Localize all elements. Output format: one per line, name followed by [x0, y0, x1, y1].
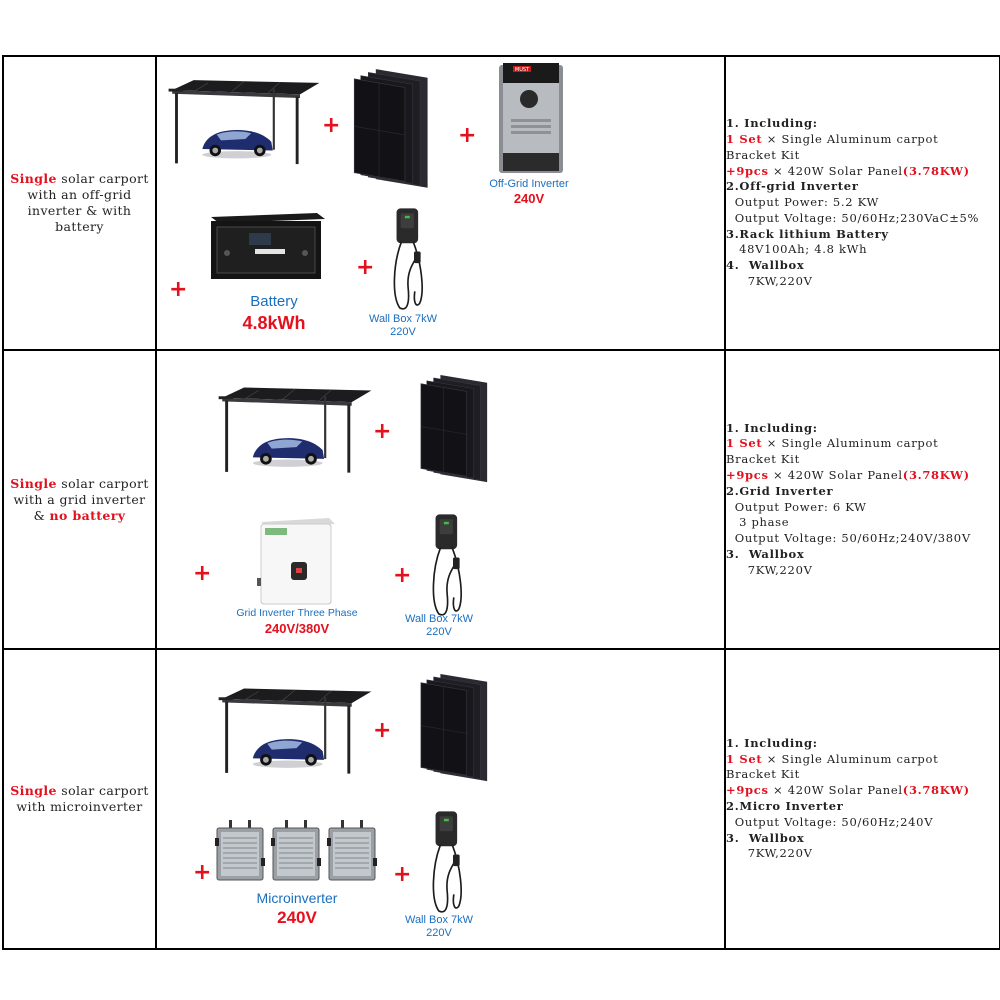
spec-line: 1. Including: [726, 116, 818, 131]
kit-name-cell: Single solar carport with microinverter [2, 648, 157, 950]
spec-line: 1. Including: [726, 735, 818, 750]
spec-total-power: (3.78KW) [902, 467, 970, 482]
spec-quantity: 1 Set [726, 131, 763, 146]
microinverter-image [271, 820, 321, 885]
solar-panels-image [353, 67, 431, 191]
battery-label: Battery [250, 293, 298, 310]
wallbox-label: Wall Box 7kW [368, 313, 438, 325]
kit-name-highlight: no battery [49, 507, 126, 523]
spec-quantity: 1 Set [726, 436, 763, 451]
wallbox-voltage: 220V [426, 626, 452, 638]
plus-icon: + [356, 255, 375, 280]
plus-icon: + [169, 277, 188, 302]
kit-name-highlight: Single [10, 783, 57, 798]
grid-inverter-image [257, 518, 335, 605]
spec-line: 7KW,220V [726, 274, 813, 289]
kit-components-cell: + + MUST Off-Grid Inverter 240V [155, 55, 726, 351]
spec-line: 3. Wallbox [726, 546, 805, 561]
spec-total-power: (3.78KW) [902, 163, 970, 178]
solar-panels-image [417, 672, 493, 784]
spec-line: 2.Micro Inverter [726, 799, 844, 813]
grid-inverter-label: Grid Inverter Three Phase [236, 607, 358, 619]
battery-capacity: 4.8kWh [242, 313, 306, 333]
spec-line: Output Voltage: 50/60Hz;230VaC±5% [726, 210, 980, 225]
spec-line: 3. Wallbox [726, 830, 805, 845]
carport-image [215, 377, 375, 481]
kit-name-text: solar carport with microinverter [16, 783, 149, 814]
spec-line: 3 phase [726, 515, 790, 530]
solar-panels-image [417, 373, 493, 485]
wallbox-image [384, 205, 434, 313]
kit-name-cell: Single solar carport with a grid inverte… [2, 349, 157, 650]
inverter-badge: MUST [515, 67, 530, 73]
grid-inverter-voltage: 240V/380V [264, 621, 330, 636]
spec-quantity: +9pcs [726, 467, 769, 482]
spec-line: × Single Aluminum carpot [762, 751, 939, 766]
kit-spec-cell: 1. Including: 1 Set × Single Aluminum ca… [724, 55, 1000, 351]
table-row: Single solar carport with a grid inverte… [2, 349, 1000, 650]
kit-components-cell: + + Grid Inverter Three Phase 240V/380V … [155, 349, 726, 650]
off-grid-inverter-voltage: 240V [513, 191, 545, 206]
plus-icon: + [322, 113, 341, 138]
plus-icon: + [393, 563, 412, 588]
spec-line: Bracket Kit [726, 147, 800, 162]
spec-line: 3.Rack lithium Battery [726, 226, 889, 241]
spec-line: 4. Wallbox [726, 258, 805, 273]
plus-icon: + [193, 860, 212, 885]
wallbox-label: Wall Box 7kW [404, 613, 474, 625]
wallbox-image [423, 808, 473, 916]
spec-line: × 420W Solar Panel [768, 467, 903, 482]
wallbox-image [423, 511, 473, 619]
rack-battery-image [211, 213, 325, 279]
table-row: Single solar carport with microinverter … [2, 648, 1000, 950]
spec-line: 2.Grid Inverter [726, 483, 834, 498]
kit-spec-cell: 1. Including: 1 Set × Single Aluminum ca… [724, 648, 1000, 950]
kit-name-text: solar carport with an off-grid inverter … [27, 171, 149, 234]
off-grid-inverter-image: MUST [499, 63, 563, 173]
spec-line: 48V100Ah; 4.8 kWh [726, 242, 868, 257]
spec-line: 2.Off-grid Inverter [726, 179, 859, 194]
spec-line: Output Voltage: 50/60Hz;240V [726, 814, 934, 829]
spec-quantity: +9pcs [726, 163, 769, 178]
spec-total-power: (3.78KW) [902, 783, 970, 798]
carport-image [215, 678, 375, 782]
kit-name-highlight: Single [10, 475, 57, 491]
kit-name-text: solar carport with a grid inverter & [13, 475, 149, 523]
microinverter-label: Microinverter [256, 890, 338, 906]
spec-line: Bracket Kit [726, 452, 800, 467]
table-row: Single solar carport with an off-grid in… [2, 55, 1000, 351]
plus-icon: + [373, 419, 392, 444]
wallbox-label: Wall Box 7kW [404, 914, 474, 926]
spec-quantity: 1 Set [726, 751, 763, 766]
spec-line: × Single Aluminum carpot [762, 436, 939, 451]
spec-quantity: +9pcs [726, 783, 769, 798]
kit-spec-cell: 1. Including: 1 Set × Single Aluminum ca… [724, 349, 1000, 650]
wallbox-voltage: 220V [390, 326, 416, 338]
spec-line: Bracket Kit [726, 767, 800, 782]
microinverter-voltage: 240V [277, 908, 317, 927]
spec-line: × Single Aluminum carpot [762, 131, 939, 146]
plus-icon: + [193, 561, 212, 586]
off-grid-inverter-label: Off-Grid Inverter [489, 178, 569, 190]
kit-comparison-table: Single solar carport with an off-grid in… [2, 55, 1000, 950]
plus-icon: + [373, 718, 392, 743]
microinverter-image [327, 820, 377, 885]
spec-line: × 420W Solar Panel [768, 163, 903, 178]
carport-image [165, 69, 323, 173]
spec-line: Output Power: 5.2 KW [726, 195, 880, 210]
spec-line: 7KW,220V [726, 562, 813, 577]
spec-line: Output Power: 6 KW [726, 499, 867, 514]
spec-line: × 420W Solar Panel [768, 783, 903, 798]
spec-line: 1. Including: [726, 420, 818, 435]
kit-name-cell: Single solar carport with an off-grid in… [2, 55, 157, 351]
wallbox-voltage: 220V [426, 927, 452, 939]
spec-line: 7KW,220V [726, 846, 813, 861]
microinverter-image [215, 820, 265, 885]
plus-icon: + [458, 123, 477, 148]
spec-line: Output Voltage: 50/60Hz;240V/380V [726, 531, 971, 546]
kit-components-cell: + + Microinverter 240V + Wall Box 7kW 22… [155, 648, 726, 950]
plus-icon: + [393, 862, 412, 887]
kit-name-highlight: Single [10, 171, 57, 186]
